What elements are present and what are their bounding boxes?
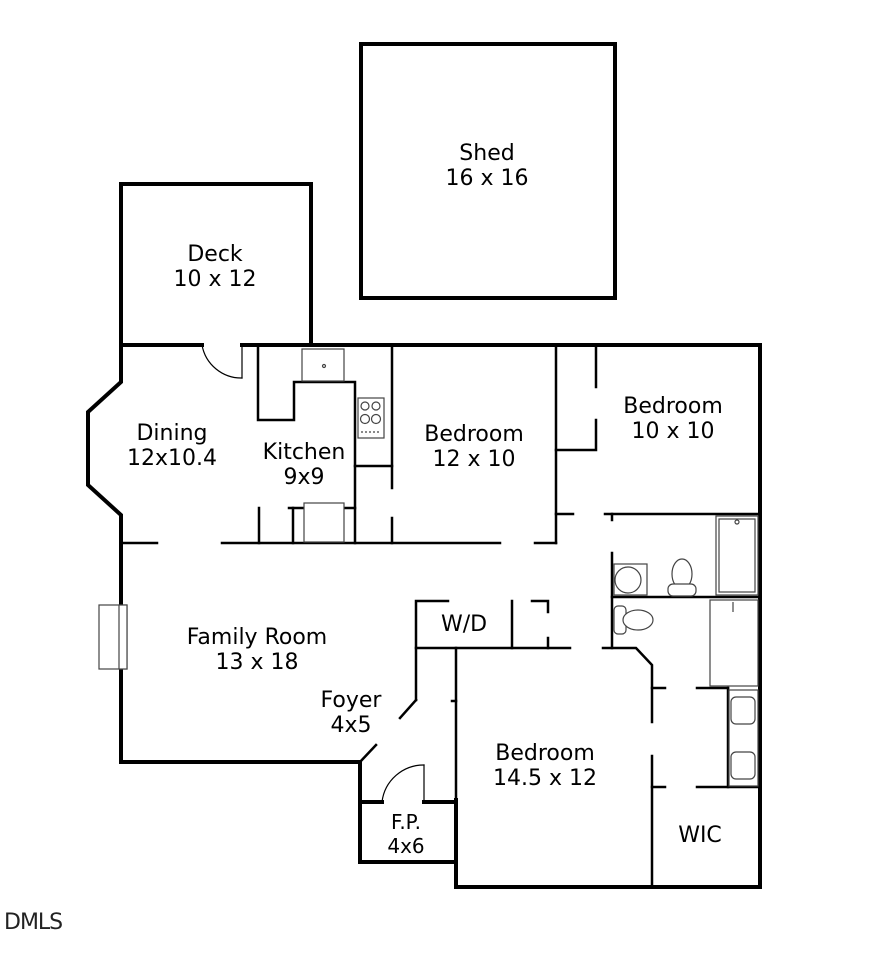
room-dims: 13 x 18	[215, 650, 299, 675]
room-dims: 12 x 10	[432, 447, 516, 472]
room-name: Foyer	[320, 688, 382, 713]
door-swings	[201, 344, 425, 803]
room-label-wic: WIC	[678, 823, 722, 848]
room-dims: 12x10.4	[127, 446, 217, 471]
dmls-watermark: DMLS	[4, 910, 63, 935]
room-label-foyer: Foyer 4x5	[321, 688, 382, 738]
room-label-primary-bedroom: Bedroom 14.5 x 12	[493, 741, 597, 791]
room-label-family-room: Family Room 13 x 18	[187, 625, 327, 675]
sink-icon	[301, 348, 345, 382]
shower-icon	[709, 599, 759, 687]
room-label-wd: W/D	[441, 612, 487, 637]
room-label-shed: Shed 16 x 16	[446, 141, 529, 191]
room-dims: 4x5	[330, 713, 372, 738]
room-name: WIC	[678, 823, 722, 848]
room-name: Shed	[459, 141, 515, 166]
range-icon	[357, 397, 385, 439]
fireplace-icon	[98, 604, 128, 670]
room-name: Dining	[136, 421, 208, 446]
room-label-deck: Deck 10 x 12	[174, 242, 257, 292]
room-dims: 10 x 12	[173, 267, 257, 292]
shed-outline	[359, 42, 617, 300]
room-name: F.P.	[391, 810, 421, 834]
room-label-kitchen: Kitchen 9x9	[263, 440, 346, 490]
room-label-bedroom-2: Bedroom 12 x 10	[424, 422, 524, 472]
room-name: Kitchen	[262, 440, 346, 465]
room-dims: 14.5 x 12	[493, 766, 597, 791]
room-label-fp: F.P. 4x6	[387, 810, 424, 858]
room-name: Bedroom	[623, 394, 723, 419]
toilet-icon-2	[613, 605, 654, 635]
refrigerator-icon	[303, 502, 345, 543]
room-dims: 9x9	[283, 465, 325, 490]
room-name: Family Room	[186, 625, 328, 650]
toilet-icon	[667, 558, 697, 597]
room-name: W/D	[440, 612, 488, 637]
double-vanity-icon	[728, 689, 759, 787]
room-label-dining: Dining 12x10.4	[127, 421, 217, 471]
exterior-walls	[86, 343, 762, 889]
vanity-sink-icon	[613, 563, 648, 596]
room-name: Deck	[187, 242, 243, 267]
room-dims: 4x6	[387, 834, 425, 858]
room-name: Bedroom	[495, 741, 595, 766]
room-name: Bedroom	[424, 422, 524, 447]
room-label-bedroom-3: Bedroom 10 x 10	[623, 394, 723, 444]
bathtub-icon	[715, 515, 759, 596]
room-dims: 10 x 10	[631, 419, 715, 444]
deck-outline	[119, 182, 313, 347]
interior-walls	[119, 343, 762, 889]
room-dims: 16 x 16	[445, 166, 529, 191]
